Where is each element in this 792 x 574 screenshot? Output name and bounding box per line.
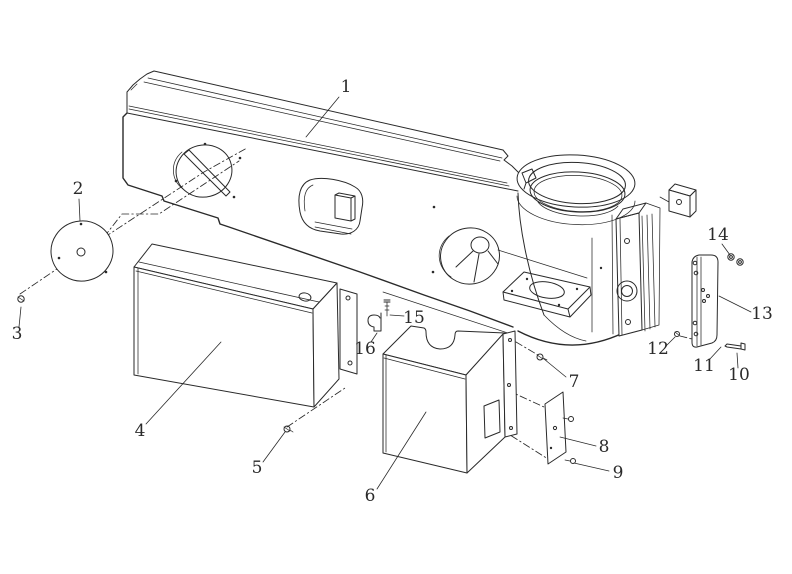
callout-12-label: 12 [647,339,669,359]
callout-8-label: 8 [599,437,610,457]
callout-11-label: 11 [693,356,715,376]
spoked-opening [431,205,588,285]
callout-2-leader [78,198,81,222]
callout-13-label: 13 [751,304,773,324]
blower-cylinder-body [517,192,624,346]
callout-11-leader [708,346,722,361]
callout-15-label: 15 [403,308,425,328]
middle-opening [298,177,364,235]
left-round-opening [173,142,242,199]
side-mounting-plate-part-13 [691,254,719,348]
box-side-flange [502,330,518,438]
upper-bracket-block [659,183,697,218]
callout-9-leader [573,462,610,472]
round-cover-disc-part-2 [50,220,114,282]
callout-10-leader [736,352,739,369]
callout-6-label: 6 [365,486,376,506]
callout-7-leader [543,358,567,378]
callout-9-label: 9 [613,463,624,483]
screw-part-9 [564,458,576,464]
callout-15-leader [389,314,405,317]
callout-1-label: 1 [341,77,352,97]
oval-hole-plate [502,271,592,318]
plate-screw-upper [562,416,574,422]
callout-14-label: 14 [707,225,729,245]
callout-2-label: 2 [73,179,84,199]
main-housing-part-1 [122,70,697,346]
screw-part-5 [283,425,294,433]
callout-16-leader [370,332,378,343]
callout-3-label: 3 [12,324,23,344]
callout-1-leader [305,96,340,138]
callout-13-leader [718,295,752,313]
right-column-bracket [615,202,661,337]
housing-top-rail [126,70,520,192]
callout-4-label: 4 [135,421,146,441]
callout-6-leader [376,411,427,490]
lower-cover-box-part-6 [382,325,518,474]
large-front-cover-part-4 [133,243,358,408]
callout-8-leader [559,436,597,447]
callout-5-leader [262,431,286,463]
callout-3-leader [18,306,22,328]
nuts-part-14 [727,253,744,266]
callout-5-label: 5 [252,458,263,478]
callout-4-leader [145,341,222,425]
housing-front-face [122,112,514,335]
hook-clip-part-16 [367,312,382,332]
callout-12-leader [665,336,676,347]
screw-part-3 [17,295,25,303]
callout-7-label: 7 [569,372,580,392]
callout-14-leader [721,243,731,256]
screw-part-12 [674,331,681,337]
blower-collar [516,154,636,226]
small-mounting-plate-part-8 [544,391,567,465]
screw-part-7 [536,353,548,361]
screw-part-15 [383,299,391,317]
callout-10-label: 10 [728,365,750,385]
cover-side-flange [339,288,358,375]
callout-16-label: 16 [354,339,376,359]
bolt-part-10 [724,342,746,351]
